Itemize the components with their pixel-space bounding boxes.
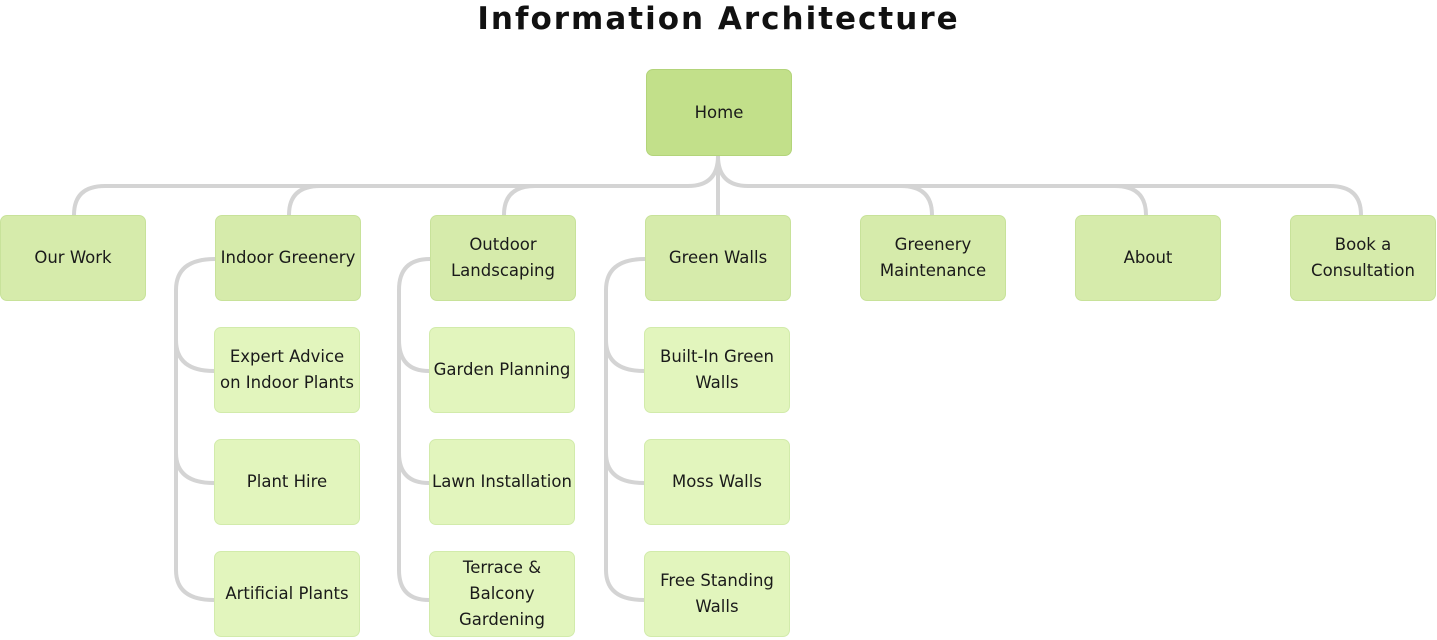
node-about[interactable]: About bbox=[1075, 215, 1221, 301]
connector-indoor-children bbox=[174, 257, 217, 602]
node-home[interactable]: Home bbox=[646, 69, 792, 156]
connector-maintenance bbox=[899, 184, 934, 217]
node-expert-advice[interactable]: Expert Advice on Indoor Plants bbox=[214, 327, 360, 413]
node-outdoor-landscaping[interactable]: Outdoor Landscaping bbox=[430, 215, 576, 301]
node-terrace-balcony[interactable]: Terrace & Balcony Gardening bbox=[429, 551, 575, 637]
node-artificial-plants[interactable]: Artificial Plants bbox=[214, 551, 360, 637]
connector-root-right bbox=[716, 154, 1363, 217]
node-label: Free Standing Walls bbox=[660, 571, 774, 616]
node-lawn-installation[interactable]: Lawn Installation bbox=[429, 439, 575, 525]
connector-outdoor bbox=[502, 184, 537, 217]
page-title: Information Architecture bbox=[477, 1, 960, 37]
node-label: Lawn Installation bbox=[432, 472, 572, 491]
node-label: Artificial Plants bbox=[225, 584, 349, 603]
connector-indoor bbox=[287, 184, 322, 217]
node-garden-planning[interactable]: Garden Planning bbox=[429, 327, 575, 413]
node-label: Indoor Greenery bbox=[220, 248, 356, 267]
connector-indoor-child-1 bbox=[174, 338, 216, 373]
node-free-standing-walls[interactable]: Free Standing Walls bbox=[644, 551, 790, 637]
node-book-consultation[interactable]: Book a Consultation bbox=[1290, 215, 1436, 301]
node-label: Our Work bbox=[34, 248, 112, 267]
node-plant-hire[interactable]: Plant Hire bbox=[214, 439, 360, 525]
node-indoor-greenery[interactable]: Indoor Greenery bbox=[215, 215, 361, 301]
node-label: Outdoor Landscaping bbox=[450, 235, 555, 280]
node-label: Plant Hire bbox=[246, 472, 328, 491]
node-label: Green Walls bbox=[668, 248, 768, 267]
connector-root-left bbox=[72, 154, 720, 217]
connector-greenwalls-children bbox=[604, 257, 647, 602]
connector-about bbox=[1113, 184, 1148, 217]
node-label: Book a Consultation bbox=[1311, 235, 1415, 280]
node-greenery-maintenance[interactable]: Greenery Maintenance bbox=[860, 215, 1006, 301]
node-label: Built-In Green Walls bbox=[660, 347, 774, 392]
node-label: Expert Advice on Indoor Plants bbox=[220, 347, 354, 392]
node-label: Garden Planning bbox=[433, 360, 571, 379]
node-label: Greenery Maintenance bbox=[879, 235, 987, 280]
connector-outdoor-children bbox=[397, 257, 432, 602]
connector-indoor-child-2 bbox=[174, 451, 216, 485]
node-green-walls[interactable]: Green Walls bbox=[645, 215, 791, 301]
connector-greenwalls-child-2 bbox=[604, 451, 646, 485]
node-label: Moss Walls bbox=[672, 472, 762, 491]
node-label: Home bbox=[694, 102, 744, 122]
node-built-in-green-walls[interactable]: Built-In Green Walls bbox=[644, 327, 790, 413]
node-label: About bbox=[1123, 248, 1173, 267]
connector-greenwalls-child-1 bbox=[604, 338, 646, 373]
connector-outdoor-child-2 bbox=[397, 451, 431, 485]
node-our-work[interactable]: Our Work bbox=[0, 215, 146, 301]
node-moss-walls[interactable]: Moss Walls bbox=[644, 439, 790, 525]
node-label: Terrace & Balcony Gardening bbox=[459, 558, 545, 629]
connector-outdoor-child-1 bbox=[397, 338, 431, 373]
